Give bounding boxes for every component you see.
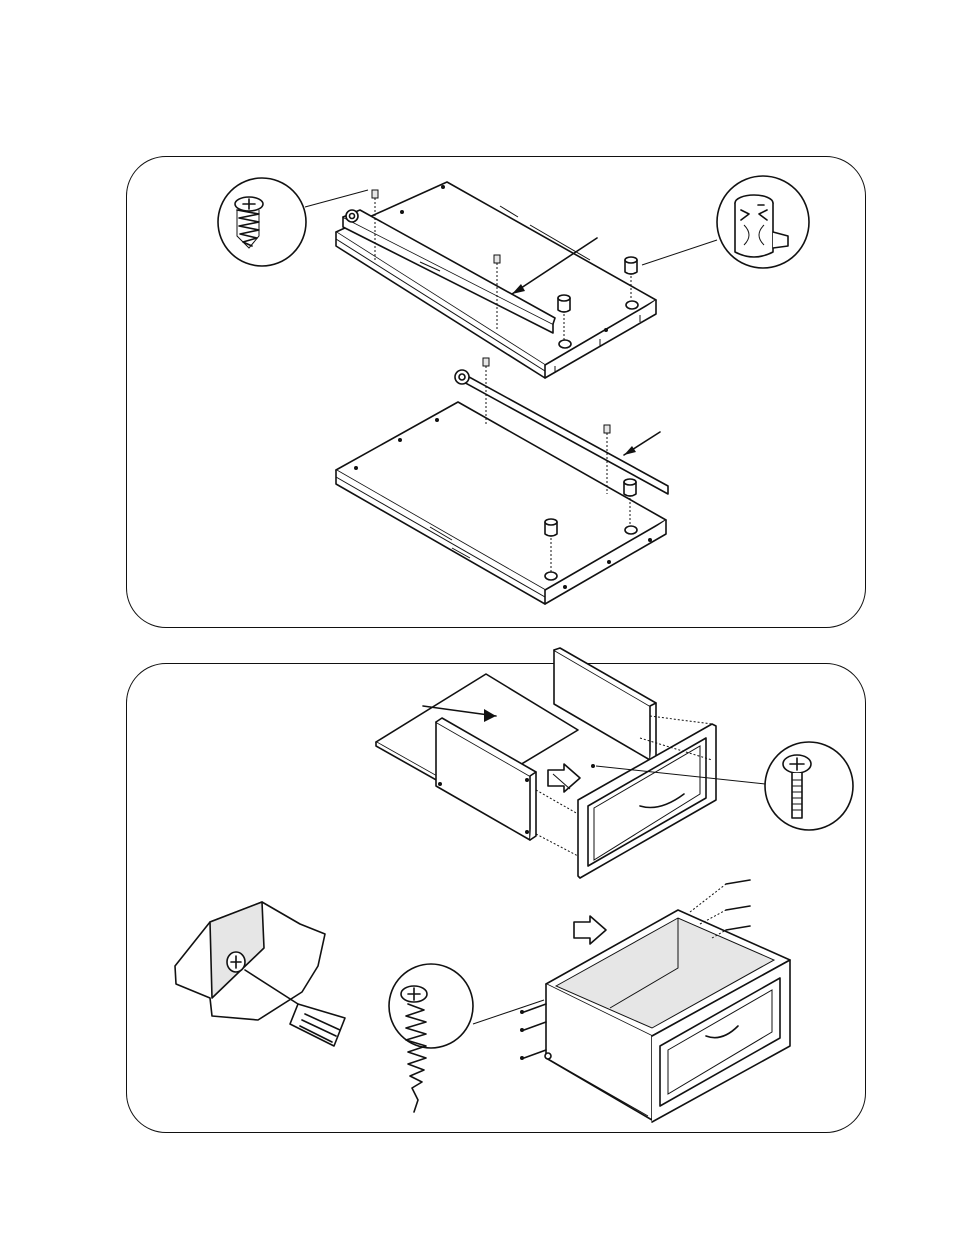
wood-screw-detail-icon: [389, 964, 544, 1112]
cam-lock-tighten-detail-icon: [175, 902, 345, 1046]
drawer-back-icon: [554, 648, 656, 760]
push-direction-arrow-icon: [548, 764, 580, 792]
assembled-drawer-icon: [520, 880, 790, 1122]
